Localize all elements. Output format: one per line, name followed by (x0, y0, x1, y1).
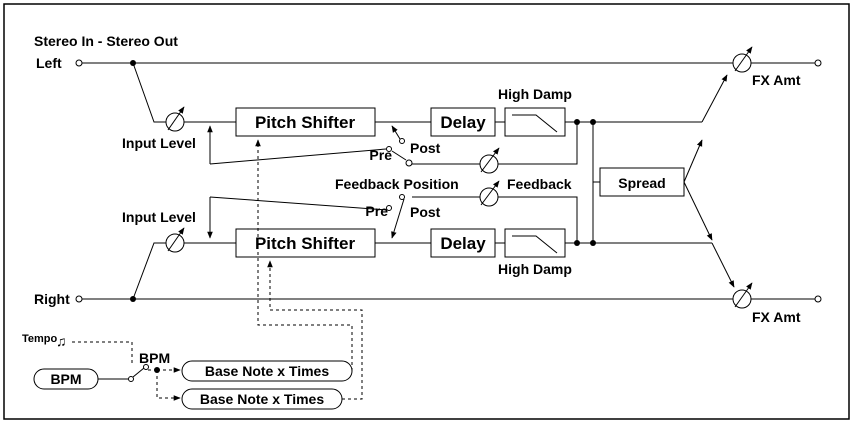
bottom-channel: Right Input Level Pitch Shifter Delay Hi… (34, 180, 822, 325)
spread-label: Spread (618, 175, 665, 191)
top-pitch-shifter-box (235, 107, 376, 137)
top-pitch-shifter-label: Pitch Shifter (255, 113, 356, 132)
top-wet-path (701, 74, 728, 123)
top-pre-post-switch[interactable] (405, 159, 413, 167)
base-note-label-2: Base Note x Times (200, 391, 324, 407)
feedback-position-label: Feedback Position (335, 176, 459, 192)
bottom-output-terminal (814, 295, 822, 303)
bottom-feedback-knob[interactable] (479, 180, 500, 207)
tempo-section: Tempo ♫ BPM BPM Base Note x Times Base N… (22, 139, 363, 410)
bottom-pre-post-switch[interactable] (399, 194, 405, 200)
note-icon: ♫ (56, 333, 67, 349)
bpm-box-label: BPM (50, 371, 81, 387)
bottom-fx-amt-label: FX Amt (752, 309, 801, 325)
bottom-high-damp-box (504, 228, 566, 258)
right-input-terminal (75, 295, 83, 303)
base-note-1-control-line (255, 139, 353, 371)
base-note-2-control-line (267, 260, 363, 400)
diagram-title: Stereo In - Stereo Out (34, 33, 178, 49)
top-high-damp-icon (512, 114, 558, 133)
bottom-high-damp-icon (512, 235, 558, 254)
base-note-label-1: Base Note x Times (205, 363, 329, 379)
bottom-high-damp-label: High Damp (498, 261, 572, 277)
feedback-label: Feedback (507, 176, 572, 192)
top-channel: Left Input Level Pitch Shifter Delay Hig… (36, 46, 822, 174)
tempo-label: Tempo (22, 333, 58, 345)
bottom-fx-amt-knob[interactable] (732, 282, 753, 309)
top-output-terminal (814, 59, 822, 67)
bottom-input-level-label: Input Level (122, 209, 196, 225)
top-delay-box (430, 107, 496, 137)
bottom-delay-label: Delay (440, 234, 486, 253)
top-feedback-knob[interactable] (479, 147, 500, 174)
bottom-pre-label: Pre (365, 203, 388, 219)
top-input-path (132, 62, 236, 123)
bpm-switch[interactable] (128, 376, 134, 382)
bottom-pitch-shifter-box (235, 228, 376, 258)
right-input-label: Right (34, 291, 70, 307)
top-pre-label: Pre (369, 147, 392, 163)
top-post-label: Post (410, 140, 441, 156)
top-high-damp-label: High Damp (498, 86, 572, 102)
bottom-pitch-shifter-label: Pitch Shifter (255, 234, 356, 253)
left-input-terminal (75, 59, 83, 67)
diagram-frame (3, 3, 850, 420)
bottom-post-label: Post (410, 204, 441, 220)
top-fx-amt-label: FX Amt (752, 72, 801, 88)
bpm-switch-label: BPM (139, 350, 170, 366)
bottom-input-level-knob[interactable] (165, 227, 185, 253)
top-input-level-knob[interactable] (165, 106, 185, 132)
left-input-label: Left (36, 55, 62, 71)
top-delay-label: Delay (440, 113, 486, 132)
top-input-level-label: Input Level (122, 135, 196, 151)
top-high-damp-box (504, 107, 566, 137)
bottom-delay-box (430, 228, 496, 258)
top-fx-amt-knob[interactable] (732, 46, 753, 73)
